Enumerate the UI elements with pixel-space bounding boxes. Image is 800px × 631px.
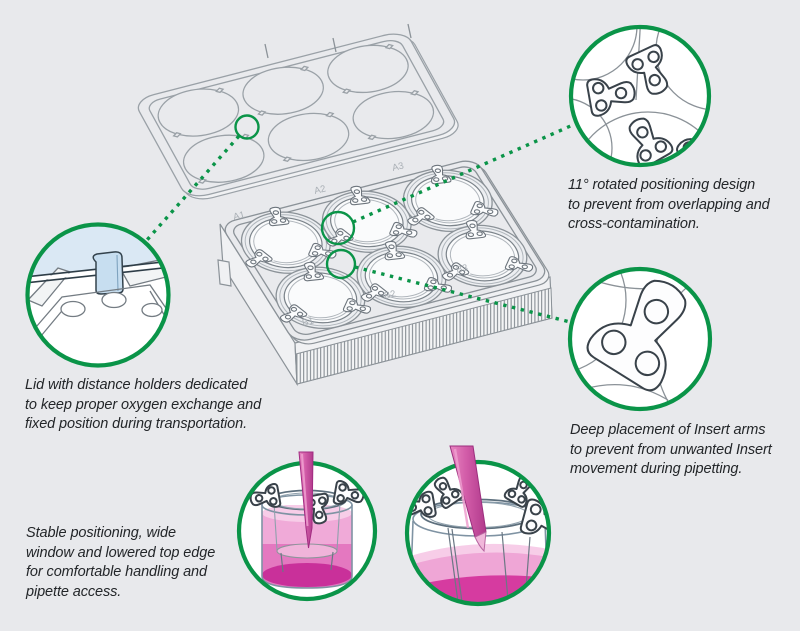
caption-line: fixed position during transportation. — [25, 416, 247, 432]
well-label-b3: B3 — [455, 262, 469, 275]
caption-line: Deep placement of Insert arms — [570, 422, 766, 438]
caption-line: to keep proper oxygen exchange and — [25, 396, 262, 413]
caption-line: 11° rotated positioning design — [568, 177, 756, 193]
highlight-lid-holder — [234, 114, 260, 140]
well-label-a1: A1 — [232, 209, 246, 222]
caption-line: Lid with distance holders dedicated — [25, 377, 248, 393]
callout-lid-holder — [25, 222, 171, 368]
caption-line: to prevent from unwanted Insert — [570, 441, 772, 458]
caption-line: for comfortable handling and — [26, 564, 207, 580]
caption-line: to prevent from overlapping and — [568, 196, 770, 213]
caption-line: movement during pipetting. — [570, 461, 743, 477]
caption-rotation: 11° rotated positioning design to preven… — [568, 176, 798, 235]
callout-insert-arm — [567, 266, 713, 412]
caption-lid: Lid with distance holders dedicated to k… — [25, 376, 295, 435]
well-label-a3: A3 — [391, 160, 405, 173]
connector-arm-detail — [354, 265, 571, 324]
caption-line: pipette access. — [26, 583, 122, 600]
callout-ring — [25, 222, 171, 368]
caption-line: window and lowered top edge — [26, 544, 216, 561]
lid-rim-pin — [408, 24, 411, 38]
plate-ribbed-skirt — [295, 287, 553, 385]
caption-line: cross-contamination. — [568, 216, 700, 232]
distance-holder-tab — [92, 251, 124, 295]
insert-membrane — [276, 543, 338, 559]
highlight-deep-arm — [325, 248, 357, 280]
pipette-tip — [474, 531, 487, 553]
caption-arms: Deep placement of Insert arms to prevent… — [570, 421, 800, 480]
plate-foot — [218, 260, 231, 286]
lid-rim-pin — [265, 44, 268, 58]
callout-ring — [568, 24, 712, 168]
callout-ring — [567, 266, 713, 412]
well-label-b2: B2 — [383, 288, 397, 301]
callout-pipette-window — [404, 445, 552, 607]
callout-ring — [404, 459, 552, 607]
caption-line: Stable positioning, wide — [26, 525, 176, 541]
callout-rotated-inserts — [568, 24, 712, 168]
well-label-b1: B1 — [301, 315, 315, 328]
caption-handling: Stable positioning, wide window and lowe… — [26, 524, 241, 602]
well-label-a2: A2 — [313, 183, 327, 196]
highlight-rotated-arm — [320, 210, 356, 246]
callout-pipette-top — [236, 451, 378, 602]
lid-rim-pin — [333, 38, 336, 52]
plate-body: A1 A2 A3 B1 B2 B3 — [216, 154, 554, 384]
